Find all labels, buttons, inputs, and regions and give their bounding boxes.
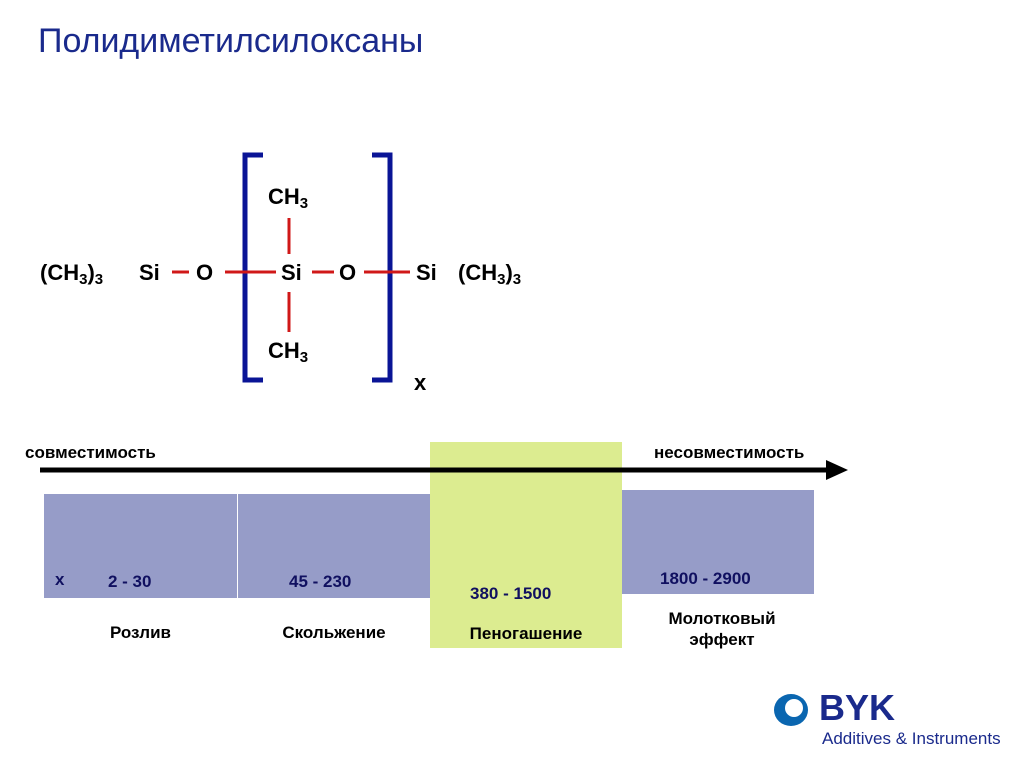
o-right: O bbox=[339, 260, 357, 285]
segment-3-name: Пеногашение bbox=[469, 624, 583, 643]
si-left: Si bbox=[139, 260, 160, 285]
byk-logo-icon bbox=[774, 694, 808, 726]
segment-1-name: Розлив bbox=[109, 623, 171, 642]
incompatibility-label: несовместимость bbox=[654, 443, 805, 462]
segment-4-range: 1800 - 2900 bbox=[660, 569, 751, 588]
byk-tagline: Additives & Instruments bbox=[822, 729, 1001, 748]
compatibility-label: совместимость bbox=[25, 443, 156, 462]
segment-2-name: Скольжение bbox=[282, 623, 386, 642]
highlight-segment-3 bbox=[430, 442, 622, 648]
x-marker: x bbox=[55, 570, 65, 589]
si-right: Si bbox=[416, 260, 437, 285]
o-left: O bbox=[196, 260, 214, 285]
band-segment-1 bbox=[44, 494, 237, 598]
right-bracket bbox=[372, 152, 393, 383]
ch3-bottom: CH3 bbox=[268, 338, 309, 366]
band-segment-2 bbox=[238, 494, 430, 598]
left-end-group: (CH3)3 bbox=[40, 260, 104, 288]
segment-4-name: Молотковый эффект bbox=[668, 609, 776, 650]
byk-logo-wordmark: BYK bbox=[819, 687, 896, 728]
ch3-top: CH3 bbox=[268, 184, 309, 212]
page-title: Полидиметилсилоксаны bbox=[38, 22, 424, 60]
right-end-group: (CH3)3 bbox=[458, 260, 522, 288]
band-segment-4 bbox=[622, 490, 814, 594]
arrow-head bbox=[826, 460, 848, 480]
si-center: Si bbox=[281, 260, 302, 285]
segment-3-range: 380 - 1500 bbox=[470, 584, 552, 603]
repeat-index: x bbox=[414, 370, 427, 395]
formula-graphics bbox=[172, 152, 410, 383]
segment-1-range: 2 - 30 bbox=[108, 572, 152, 591]
segment-2-range: 45 - 230 bbox=[289, 572, 352, 591]
left-bracket bbox=[242, 152, 263, 383]
compatibility-arrow bbox=[40, 460, 848, 480]
